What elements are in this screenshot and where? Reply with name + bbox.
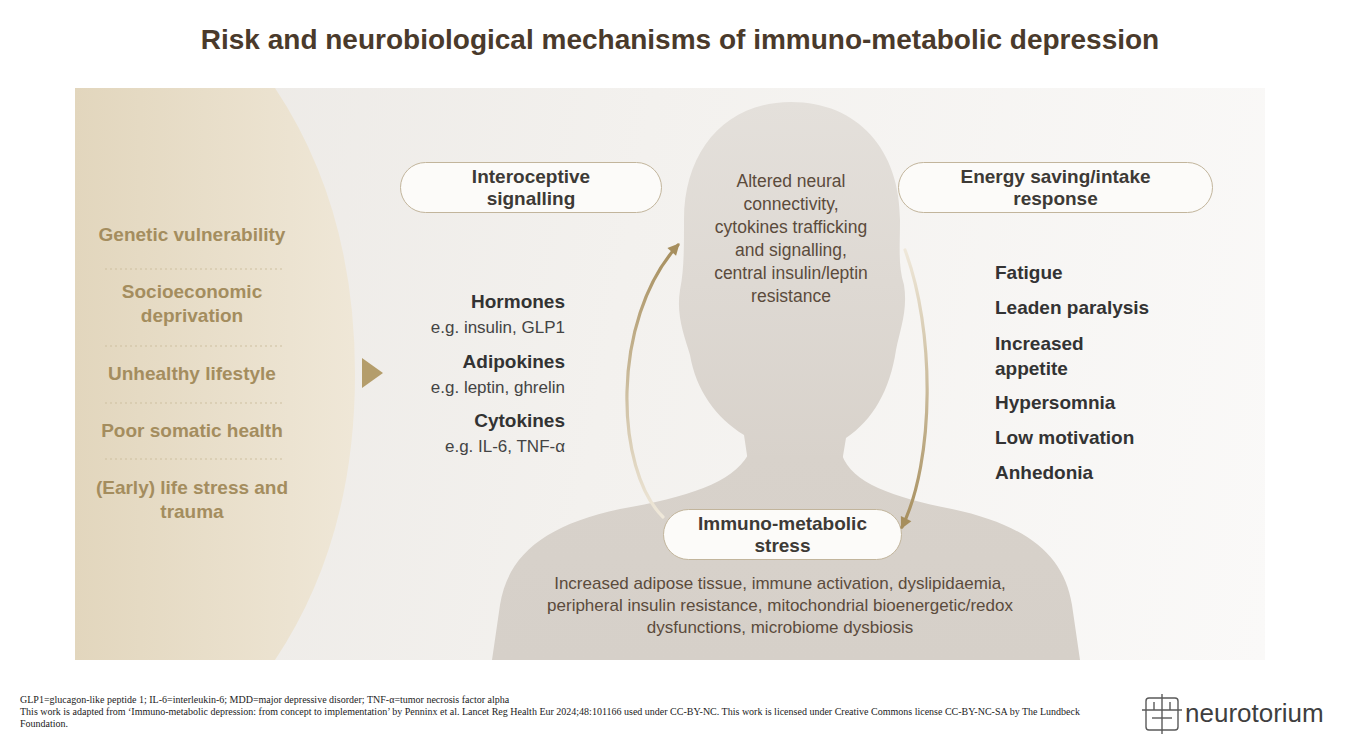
risk-factor: Socioeconomic deprivation [77,280,307,328]
body-silhouette-outline [492,455,1080,660]
section-pill: Immuno-metabolic stress [663,509,902,560]
logo-stroke [1142,709,1182,710]
symptom: Hypersomnia [995,391,1185,415]
signal-example: e.g. leptin, ghrelin [365,377,565,399]
signal-category: Cytokines [365,409,565,433]
section-pill: Interoceptive signalling [400,162,662,213]
symptom: Anhedonia [995,461,1185,485]
logo-stroke [1152,717,1172,718]
pill-label: Energy saving/intake response [929,166,1182,210]
logo-wordmark: neurotorium [1185,697,1355,729]
head-silhouette-outline [679,102,905,462]
license-note: This work is adapted from ‘Immuno-metabo… [20,706,1095,730]
curved-arrow [627,245,678,517]
head-silhouette: Altered neural connectivity, cytokines t… [678,100,905,460]
pill-label: Interoceptive signalling [431,166,631,210]
symptom: Low motivation [995,426,1185,450]
abbreviations-note: GLP1=glucagon-like peptide 1; IL-6=inter… [20,694,1120,706]
symptom: Fatigue [995,261,1185,285]
logo-stroke [1169,702,1170,710]
pointer-triangle [362,358,383,388]
risk-factor: Poor somatic health [77,419,307,443]
risk-factor-band-outline [75,88,355,660]
logo-icon [1142,694,1182,734]
symptom: Increased appetite [995,331,1120,381]
pill-label: Immuno-metabolic stress [694,513,871,557]
brain-mechanisms-text: Altered neural connectivity, cytokines t… [708,170,874,308]
signal-category: Adipokines [365,350,565,374]
diagram-title: Risk and neurobiological mechanisms of i… [0,22,1360,58]
risk-factor: Genetic vulnerability [77,223,307,247]
section-pill: Energy saving/intake response [898,162,1213,213]
risk-factor-band: Genetic vulnerabilitySocioeconomic depri… [75,88,355,660]
body-silhouette: Increased adipose tissue, immune activat… [492,455,1080,660]
risk-factor: Unhealthy lifestyle [77,362,307,386]
curved-arrow [902,250,927,527]
signal-example: e.g. IL-6, TNF-α [365,436,565,458]
logo-stroke [1161,694,1162,734]
symptom: Leaden paralysis [995,296,1185,320]
signal-category: Hormones [365,290,565,314]
signal-example: e.g. insulin, GLP1 [365,317,565,339]
logo-stroke [1153,702,1154,710]
risk-factor: (Early) life stress and trauma [77,476,307,524]
body-mechanisms-text: Increased adipose tissue, immune activat… [520,573,1040,639]
logo-frame [1146,698,1178,730]
